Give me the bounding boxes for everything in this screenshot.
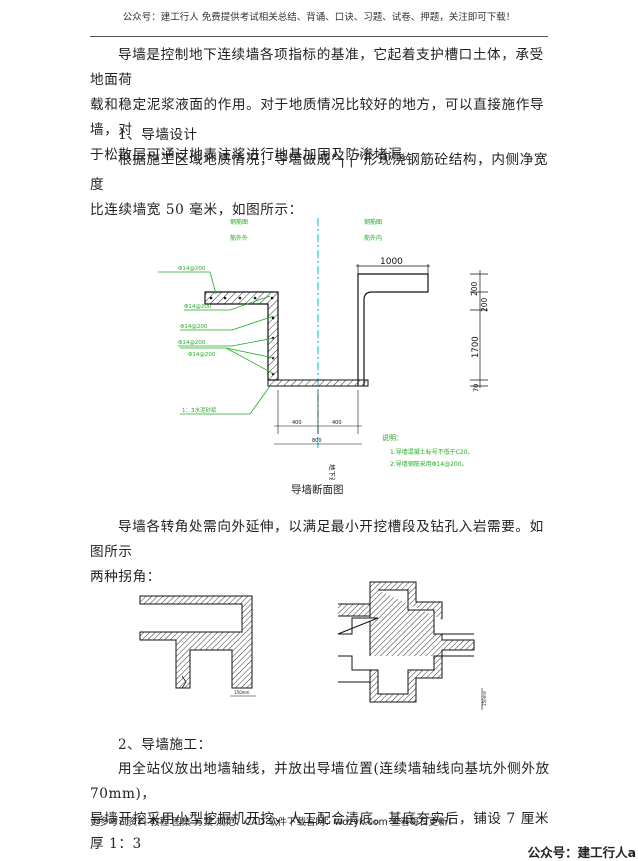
design-line-2: 比连续墙宽 50 毫米，如图所示：	[90, 202, 303, 218]
notes-title: 说明：	[382, 433, 403, 442]
header-divider	[90, 36, 548, 37]
dim-bottom-right: 400	[332, 420, 342, 426]
center-line-label: 地下连续墙中心线	[328, 464, 337, 480]
corner-type-1: 150mm	[139, 595, 256, 697]
intro-line-2: 载和稳定泥浆液面的作用。对于地质情况比较好的地方，可以直接施作导墙，对	[90, 97, 545, 138]
corner-1-dim: 150mm	[234, 690, 250, 695]
corner-line-2: 两种拐角：	[90, 569, 161, 585]
left-guide-wall	[204, 291, 279, 381]
top-label-right-2: 筋外内	[364, 234, 382, 242]
wechat-badge: 公众号：建工行人a	[527, 845, 636, 860]
intro-line-3: 于松散层可通过地表注浆进行地基加固及防渗堵漏。	[90, 147, 417, 163]
page-footer: 更多考试资料 教程 图集 方案 规范、CAD 软件下载官网：wdzyk.com …	[90, 817, 458, 828]
corner-type-2: 150mm	[337, 581, 487, 710]
rebar-label-4: Φ14@200	[178, 340, 206, 346]
top-label-left-1: 钢筋图	[230, 218, 248, 226]
dim-bottom-total: 800	[312, 438, 322, 444]
guide-wall-section-figure: 钢筋图 筋外外 钢筋图 筋外内 地下连续墙中心线 1000 200 200 17…	[158, 218, 489, 480]
note-1: 1.导墙混凝土标号不低于C20。	[390, 448, 474, 456]
section-2-title: 2、导墙施工：	[118, 737, 212, 753]
construction-line-2: 导墙开挖采用小型挖掘机开挖，人工配合清底。基底夯实后，铺设 7 厘米厚 1：3	[90, 811, 550, 852]
top-label-right-1: 钢筋图	[364, 218, 382, 226]
figure-1-caption: 导墙断面图	[291, 484, 344, 496]
construction-line-1: 用全站仪放出地墙轴线，并放出导墙位置(连续墙轴线向基坑外侧外放 70mm)，	[90, 761, 550, 802]
intro-paragraph: 导墙是控制地下连续墙各项指标的基准，它起着支护槽口土体，承受地面荷 载和稳定泥浆…	[90, 43, 550, 168]
bottom-slab	[267, 379, 369, 387]
rebar-label-3: Φ14@200	[180, 324, 208, 330]
dim-side-a: 200	[470, 281, 479, 296]
rebar-label-5: Φ14@200	[188, 352, 216, 358]
dim-top: 1000	[380, 257, 403, 267]
top-label-left-2: 筋外外	[230, 234, 248, 242]
intro-line-1: 导墙是控制地下连续墙各项指标的基准，它起着支护槽口土体，承受地面荷	[90, 47, 544, 88]
page-header: 公众号：建工行人 免费提供考试相关总结、背诵、口诀、习题、试卷、押题，关注即可下…	[122, 12, 516, 23]
bottom-mortar-label: 1：3水泥砂浆	[182, 406, 217, 414]
construction-paragraph: 用全站仪放出地墙轴线，并放出导墙位置(连续墙轴线向基坑外侧外放 70mm)， 导…	[90, 757, 550, 857]
note-2: 2.导墙钢筋采用Φ14@200。	[390, 460, 468, 468]
rebar-label-1: Φ14@200	[178, 266, 206, 272]
dim-height: 1700	[471, 336, 481, 358]
corner-layout-figure: 150mm 150mm	[139, 581, 487, 710]
corner-line-1: 导墙各转角处需向外延伸，以满足最小开挖槽段及钻孔入岩需要。如图所示	[90, 519, 544, 560]
corner-paragraph: 导墙各转角处需向外延伸，以满足最小开挖槽段及钻孔入岩需要。如图所示 两种拐角：	[90, 515, 550, 590]
corner-2-dim: 150mm	[482, 690, 487, 706]
dim-bottom-left: 400	[292, 420, 302, 426]
section-1-title: 1、导墙设计	[118, 127, 198, 143]
right-guide-wall	[357, 273, 429, 386]
rebar-label-2: Φ14@200	[184, 304, 212, 310]
design-line-1: 根据施工区域地质情况，导墙做成“┐┌”形现浇钢筋砼结构，内侧净宽度	[90, 152, 549, 193]
dim-small: 70	[472, 384, 480, 392]
dim-side-b: 200	[480, 297, 489, 312]
design-paragraph: 根据施工区域地质情况，导墙做成“┐┌”形现浇钢筋砼结构，内侧净宽度 比连续墙宽 …	[90, 148, 550, 223]
